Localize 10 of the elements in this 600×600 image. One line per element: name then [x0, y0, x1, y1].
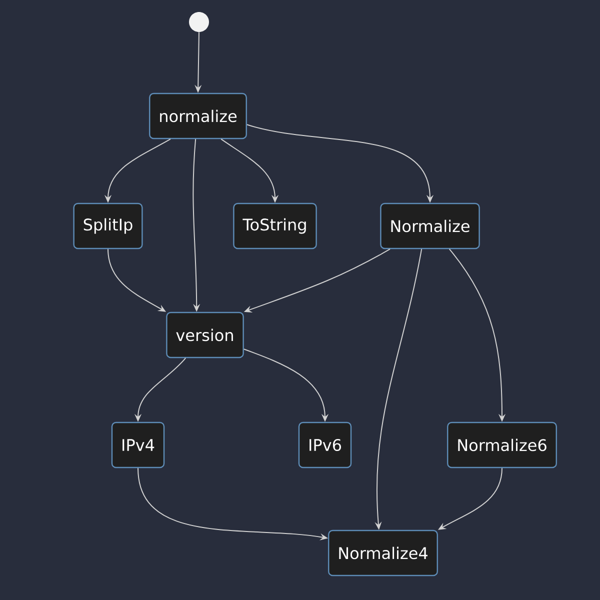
state-box: normalize	[149, 92, 247, 140]
state-box: SplitIp	[73, 202, 143, 250]
state-box: version	[166, 312, 244, 358]
state-box: ToString	[233, 202, 317, 250]
state-box: Normalize4	[328, 530, 438, 576]
start-dot	[189, 12, 209, 32]
state-box: Normalize6	[447, 422, 557, 468]
state-box: IPv4	[111, 422, 165, 468]
state-box: Normalize	[380, 202, 480, 250]
state-box: IPv6	[298, 422, 352, 468]
